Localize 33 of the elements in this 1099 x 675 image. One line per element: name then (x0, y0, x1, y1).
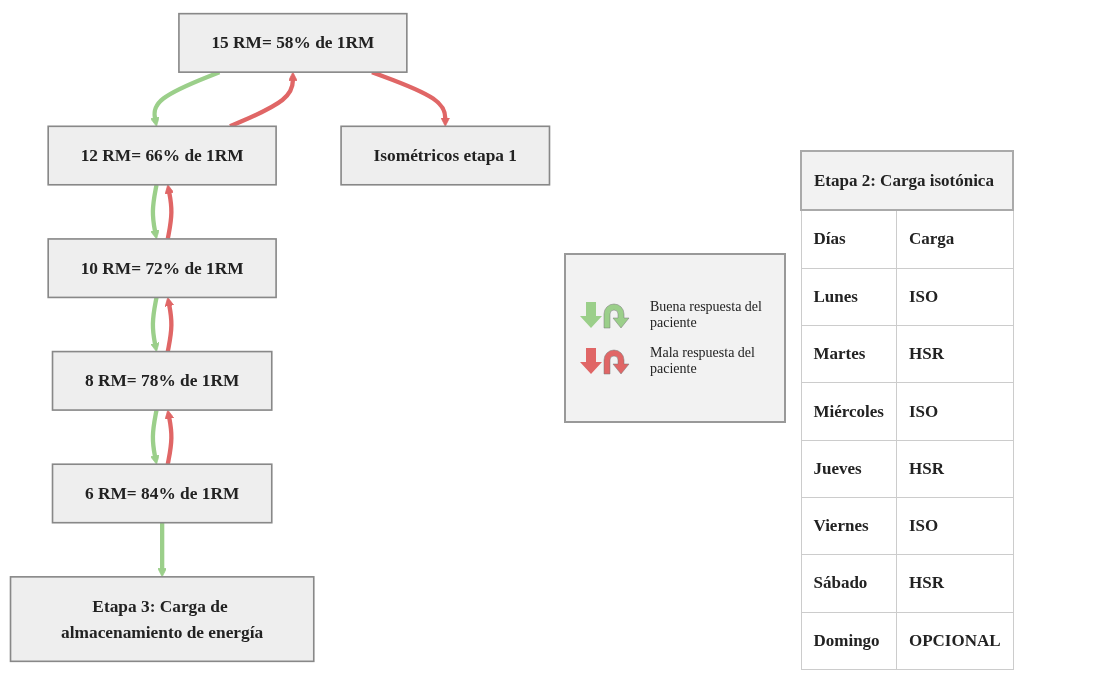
node-box: 10 RM= 72% de 1RM (47, 238, 277, 299)
table-cell: Domingo (801, 612, 897, 670)
table-cell: Martes (801, 325, 897, 383)
table-cell: HSR (896, 554, 1014, 613)
table-cell: ISO (896, 268, 1014, 326)
arrow (164, 184, 175, 240)
table-cell: Lunes (801, 268, 897, 326)
table-cell: OPCIONAL (896, 612, 1014, 670)
table-header: Etapa 2: Carga isotónica (801, 151, 1014, 211)
table-cell: Sábado (801, 554, 897, 613)
legend-text: Mala respuesta del paciente (650, 344, 756, 377)
table-cell: HSR (896, 325, 1014, 383)
arrow (157, 522, 167, 578)
node-box: 12 RM= 66% de 1RM (47, 125, 277, 186)
table-cell: Viernes (801, 497, 897, 555)
table-cell: Jueves (801, 440, 897, 498)
node-box: 6 RM= 84% de 1RM (51, 463, 273, 524)
arrow (164, 409, 175, 465)
node-box: 15 RM= 58% de 1RM (178, 12, 408, 73)
node-box: Etapa 3: Carga de almacenamiento de energía (9, 576, 315, 663)
table-cell: Miércoles (801, 382, 897, 441)
node-box: Isométricos etapa 1 (340, 125, 551, 186)
table-cell: ISO (896, 497, 1014, 555)
arrow (150, 297, 160, 352)
arrow (164, 297, 175, 352)
table-cell: Días (801, 210, 897, 269)
legend-text: Buena respuesta del paciente (650, 298, 763, 331)
arrow (150, 409, 160, 465)
arrow (150, 184, 160, 240)
table-cell: ISO (896, 382, 1014, 441)
table-cell: HSR (896, 440, 1014, 498)
node-box: 8 RM= 78% de 1RM (51, 350, 273, 411)
table-cell: Carga (896, 210, 1014, 269)
